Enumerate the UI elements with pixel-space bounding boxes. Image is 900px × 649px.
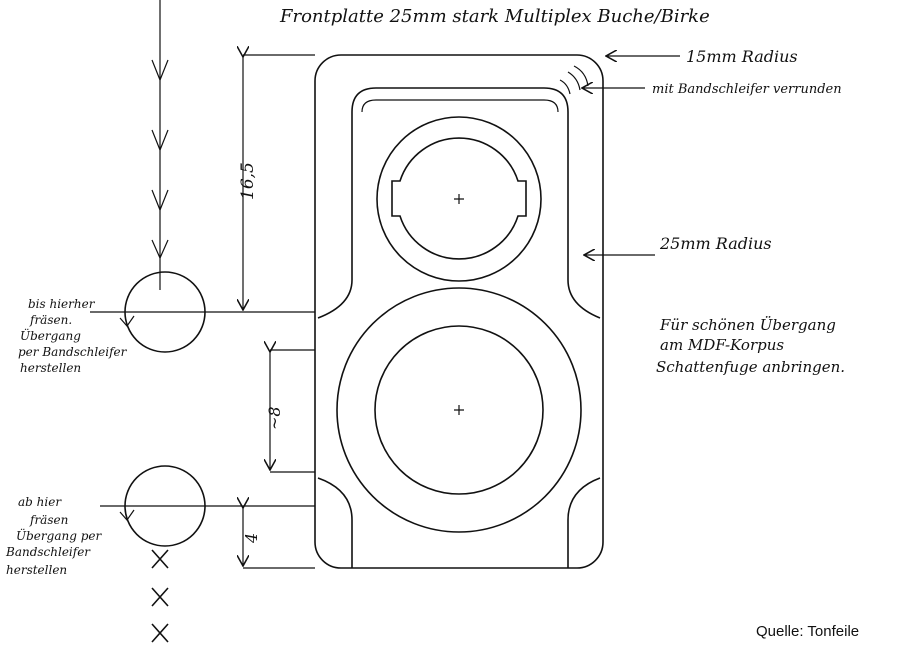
note-line: Übergang per <box>16 527 102 543</box>
dim-label-middle: ~8 <box>265 406 284 430</box>
woofer-outer-ring <box>336 287 582 533</box>
tweeter-cutout <box>391 137 527 260</box>
note-line: fräsen <box>29 513 68 527</box>
dim-label-top: 16,5 <box>238 162 258 200</box>
dim-label-bottom: 4 <box>242 533 261 544</box>
outer-panel-outline <box>314 54 604 569</box>
shadow-gap-note: Für schönen Übergang am MDF-Korpus Schat… <box>656 316 845 376</box>
sanding-marks <box>559 65 589 95</box>
inner-panel-outline <box>317 87 601 568</box>
drawing-title: Frontplatte 25mm stark Multiplex Buche/B… <box>279 6 710 27</box>
radius-15-label: 15mm Radius <box>686 47 798 66</box>
note-line: fräsen. <box>29 313 72 327</box>
note-line: Für schönen Übergang <box>659 316 836 334</box>
note-line: herstellen <box>6 563 67 577</box>
woofer-center-mark <box>454 405 464 415</box>
lower-left-note: ab hier fräsen Übergang per Bandschleife… <box>5 495 102 577</box>
router-direction-arrows <box>151 59 169 260</box>
inner-rounding-line <box>361 99 559 113</box>
source-credit: Quelle: Tonfeile <box>756 623 859 640</box>
rotation-arrows <box>119 315 135 521</box>
note-line: Übergang <box>20 327 81 343</box>
note-line: am MDF-Korpus <box>660 336 784 354</box>
woofer-cutout <box>374 325 544 495</box>
note-line: herstellen <box>20 361 81 375</box>
radius-25-label: 25mm Radius <box>659 234 772 253</box>
note-line: per Bandschleifer <box>18 345 128 359</box>
note-line: Schattenfuge anbringen. <box>656 358 845 376</box>
note-line: ab hier <box>18 495 62 509</box>
no-cut-crosses <box>151 549 169 643</box>
note-line: Bandschleifer <box>5 545 91 559</box>
upper-left-note: bis hierher fräsen. Übergang per Bandsch… <box>18 297 128 375</box>
tweeter-outer-ring <box>376 116 542 282</box>
tweeter-center-mark <box>454 194 464 204</box>
note-line: bis hierher <box>28 297 96 311</box>
sand-round-label: mit Bandschleifer verrunden <box>652 82 842 97</box>
